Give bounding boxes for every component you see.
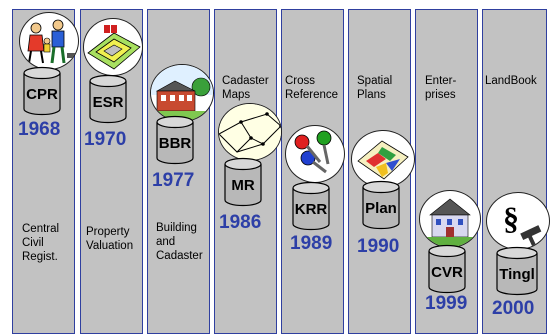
description-cpr: Central Civil Regist. [22, 223, 60, 263]
family-icon [19, 12, 79, 70]
keys-icon [285, 125, 345, 183]
description-esr: Property Valuation [86, 226, 134, 252]
register-abbr: ESR [93, 94, 124, 111]
year-plan: 1990 [357, 236, 400, 257]
register-abbr: CPR [26, 86, 58, 103]
description-krr: Cross Reference [285, 75, 339, 101]
year-bbr: 1977 [152, 170, 195, 191]
register-abbr: CVR [431, 264, 463, 281]
register-abbr: Tingl [499, 266, 535, 283]
column-cvr [415, 9, 478, 334]
cylinder-tingl: Tingl [496, 246, 538, 296]
description-cvr: Enter- prises [425, 75, 457, 101]
register-abbr: BBR [159, 135, 192, 152]
year-cpr: 1968 [18, 119, 61, 140]
register-abbr: MR [231, 177, 254, 194]
year-cvr: 1999 [425, 293, 468, 314]
description-mr: Cadaster Maps [222, 75, 269, 101]
description-plan: Spatial Plans [357, 75, 393, 101]
year-tingl: 2000 [492, 298, 535, 319]
register-abbr: KRR [295, 201, 328, 218]
cylinder-mr: MR [224, 157, 262, 207]
law-paragraph-icon: § [486, 192, 550, 250]
year-krr: 1989 [290, 233, 333, 254]
description-tingl: LandBook [485, 75, 537, 87]
building-icon [150, 64, 214, 122]
plan-map-icon [351, 130, 415, 188]
cylinder-cpr: CPR [23, 66, 61, 116]
enterprise-building-icon [419, 190, 481, 248]
map-polygon-icon [218, 103, 282, 161]
cylinder-plan: Plan [362, 180, 400, 230]
cylinder-cvr: CVR [428, 244, 466, 294]
cylinder-esr: ESR [89, 74, 127, 124]
cylinder-krr: KRR [292, 181, 330, 231]
cylinder-bbr: BBR [156, 115, 194, 165]
description-bbr: Building and Cadaster [156, 222, 203, 262]
year-mr: 1986 [219, 212, 262, 233]
year-esr: 1970 [84, 129, 127, 150]
svg-text:§: § [503, 200, 519, 236]
property-plot-icon [83, 18, 143, 76]
register-abbr: Plan [365, 200, 397, 217]
